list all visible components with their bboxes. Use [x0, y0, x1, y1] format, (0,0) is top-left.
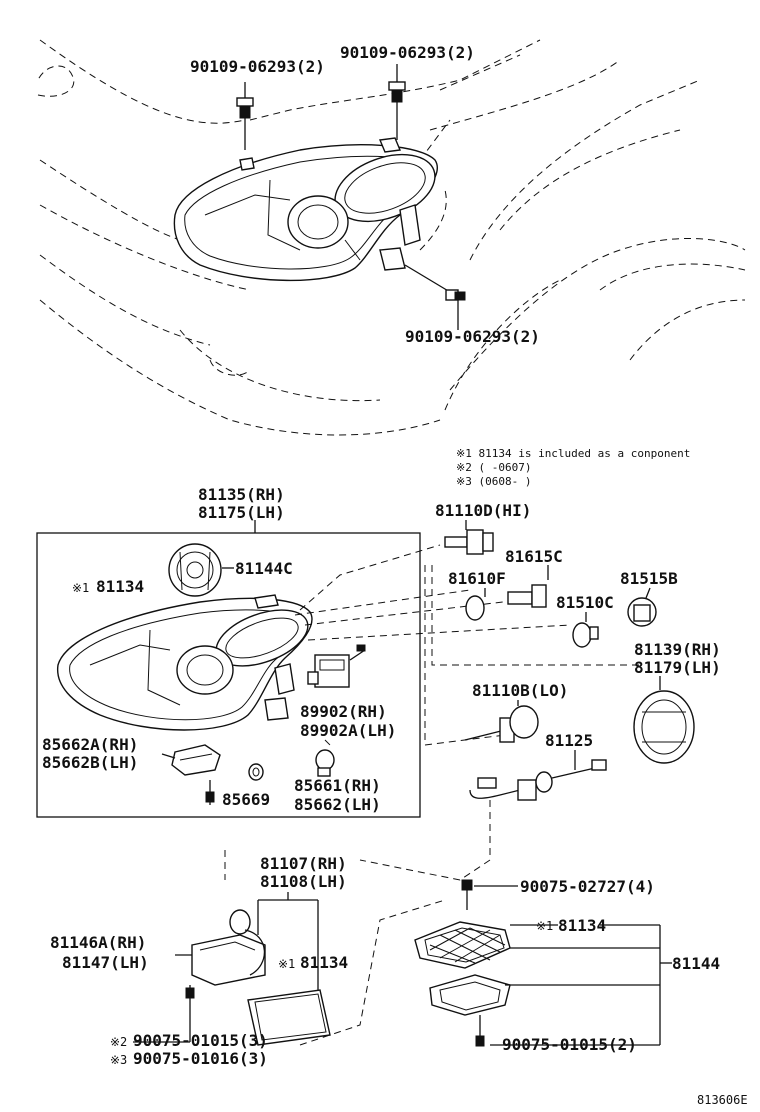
- mark-note-1a: ※1: [72, 581, 89, 595]
- label-computer-rh: 81146A(RH): [50, 933, 146, 952]
- label-bulb-lo: 81110B(LO): [472, 681, 568, 700]
- diagram-id: 813606E: [697, 1093, 748, 1107]
- label-socket-81515b: 81515B: [620, 569, 678, 588]
- bolt-side-icon: [404, 264, 466, 330]
- label-bracket-rh: 85662A(RH): [42, 735, 138, 754]
- socket-81515b-icon: [627, 587, 657, 627]
- label-screw-01016: 90075-01016(3): [133, 1049, 268, 1068]
- label-cap-rh: 81139(RH): [634, 640, 721, 659]
- label-headlamp-assy-lh: 81175(LH): [198, 503, 285, 522]
- label-unit-81134-cover: 81134: [558, 916, 606, 935]
- rear-cover-81144c-icon: [168, 543, 222, 597]
- mark-note-1b: ※1: [278, 957, 295, 971]
- label-ring-85669: 85669: [222, 790, 270, 809]
- ballast-computer-icon: [191, 909, 266, 986]
- vehicle-body-outline: [37, 39, 746, 436]
- label-screw-01015-bottom: 90075-01015(3): [133, 1031, 268, 1050]
- label-ballast-lh: 81108(LH): [260, 872, 347, 891]
- bottom-screw-leader: [133, 1030, 191, 1043]
- label-bulb-81610f: 81610F: [448, 569, 506, 588]
- ballast-leader: [257, 892, 319, 1000]
- note-3: ※3 (0608- ): [456, 475, 531, 488]
- label-computer-lh: 81147(LH): [62, 953, 149, 972]
- leader-dash-lower: [359, 800, 491, 881]
- label-socket-81615c: 81615C: [505, 547, 563, 566]
- motor-85661-icon: [315, 749, 335, 777]
- leader-dashes: [294, 544, 640, 746]
- label-screw-01015-right: 90075-01015(2): [502, 1035, 637, 1054]
- bulb-hi-81110d-icon: [444, 520, 494, 555]
- label-bulb-hi: 81110D(HI): [435, 501, 531, 520]
- label-screw-02727: 90075-02727(4): [520, 877, 655, 896]
- label-cover-81144: 81144: [672, 954, 720, 973]
- socket-81615c-icon: [507, 565, 549, 608]
- label-bolt-top-left: 90109-06293(2): [190, 57, 325, 76]
- gasket-icon: [247, 989, 331, 1046]
- ring-85669-icon: [248, 763, 264, 781]
- mark-note-2: ※2: [110, 1035, 127, 1049]
- screw-01015-bottom-icon: [185, 985, 195, 1030]
- label-cord-81125: 81125: [545, 731, 593, 750]
- label-motor-lh: 85662(LH): [294, 795, 381, 814]
- mark-note-3: ※3: [110, 1053, 127, 1067]
- cover-81144-leader: [490, 924, 672, 1046]
- headlamp-assembly-icon: [57, 594, 313, 731]
- label-cover-81144c: 81144C: [235, 559, 293, 578]
- label-cap-lh: 81179(LH): [634, 658, 721, 677]
- headlamp-top-view: [173, 137, 438, 282]
- bulb-81610f-icon: [465, 588, 486, 621]
- label-actuator-lh: 89902A(LH): [300, 721, 396, 740]
- note-1: ※1 81134 is included as a conponent: [456, 447, 690, 460]
- leader-dash-gasket: [299, 899, 446, 1046]
- bracket-85662-icon: [171, 744, 221, 776]
- label-bulb-81510c: 81510C: [556, 593, 614, 612]
- label-bolt-side: 90109-06293(2): [405, 327, 540, 346]
- bolt-top-right-icon: [388, 64, 406, 140]
- label-bolt-top-right: 90109-06293(2): [340, 43, 475, 62]
- mark-note-1c: ※1: [536, 919, 553, 933]
- bulb-lo-81110b-icon: [464, 700, 539, 743]
- screw-02727-icon: [461, 879, 518, 910]
- bolt-top-left-icon: [236, 82, 254, 150]
- label-headlamp-assy-rh: 81135(RH): [198, 485, 285, 504]
- label-bracket-lh: 85662B(LH): [42, 753, 138, 772]
- leveling-actuator-icon: [307, 644, 366, 688]
- label-ballast-rh: 81107(RH): [260, 854, 347, 873]
- label-actuator-rh: 89902(RH): [300, 702, 387, 721]
- cap-81139-icon: [633, 676, 695, 764]
- cover-81144-icon: [414, 921, 511, 1047]
- label-motor-rh: 85661(RH): [294, 776, 381, 795]
- cord-81125-icon: [469, 750, 607, 801]
- screw-small-icon: [205, 780, 215, 805]
- label-unit-81134: 81134: [96, 577, 144, 596]
- label-unit-81134-ballast: 81134: [300, 953, 348, 972]
- headlamp-assembly-box: [36, 532, 421, 818]
- bulb-81510c-icon: [572, 612, 599, 648]
- note-2: ※2 ( -0607): [456, 461, 531, 474]
